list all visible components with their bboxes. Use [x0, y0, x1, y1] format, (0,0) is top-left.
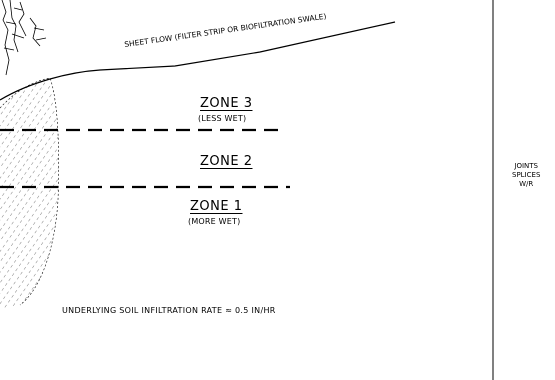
ground-surface-line	[0, 21, 396, 101]
vegetation-sketch	[1, 0, 47, 76]
soil-embankment	[0, 78, 59, 310]
zone3-title: ZONE 3	[200, 96, 253, 111]
underlying-soil-note: UNDERLYING SOIL INFILTRATION RATE ≈ 0.5 …	[62, 306, 276, 315]
side-note: JOINTS SPLICES W/R	[512, 162, 540, 189]
embankment-edge-line	[0, 77, 60, 306]
side-note-line: SPLICES	[512, 171, 541, 179]
zone2-title: ZONE 2	[200, 154, 253, 169]
zone1-subtitle: (MORE WET)	[188, 217, 241, 226]
zone1-title: ZONE 1	[190, 199, 243, 214]
side-note-line: W/R	[519, 180, 534, 188]
side-note-line: JOINTS	[514, 162, 538, 170]
zone3-subtitle: (LESS WET)	[198, 114, 247, 123]
